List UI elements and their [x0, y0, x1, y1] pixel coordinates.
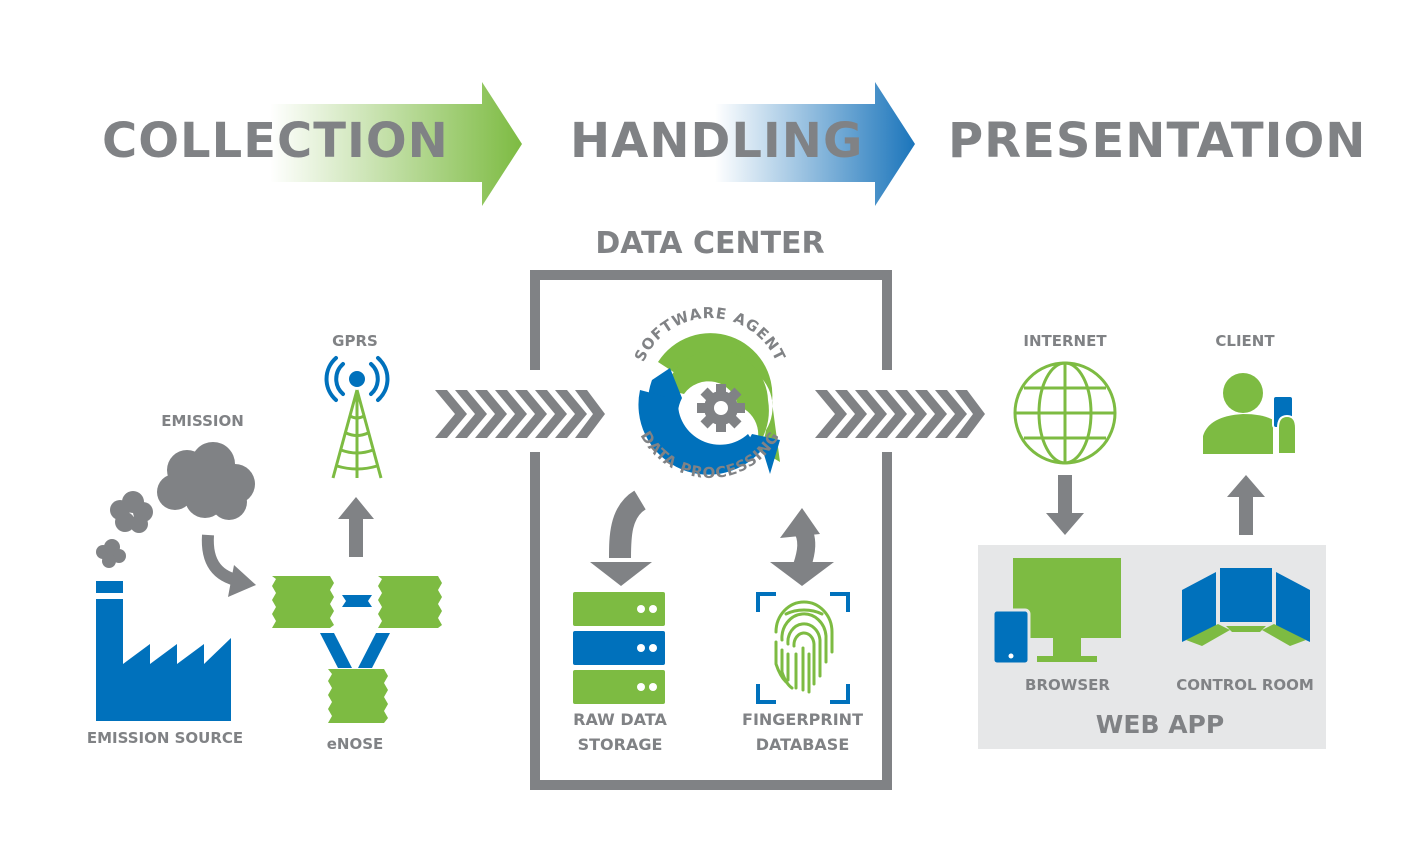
fingerprint-label-line1: FINGERPRINT	[742, 710, 863, 729]
control-room-label: CONTROL ROOM	[1176, 676, 1314, 694]
gprs-label: GPRS	[332, 332, 378, 350]
down-curved-arrow-icon	[590, 490, 652, 586]
web-app-label: WEB APP	[1095, 710, 1225, 739]
browser-devices-icon	[991, 558, 1121, 666]
phase-presentation: PRESENTATION	[948, 113, 1367, 169]
internet-label: INTERNET	[1023, 332, 1107, 350]
curved-arrow-icon	[201, 534, 256, 597]
control-room-icon	[1182, 568, 1310, 646]
chevrons-to-presentation-icon	[815, 390, 985, 438]
raw-data-label-line2: STORAGE	[577, 735, 663, 754]
phase-collection: COLLECTION	[102, 113, 449, 169]
enose-label: eNOSE	[326, 735, 384, 753]
raw-data-storage-icon	[573, 592, 665, 704]
fingerprint-label-line2: DATABASE	[755, 735, 850, 754]
data-center-frame	[530, 270, 892, 790]
chevrons-to-datacenter-icon	[435, 390, 605, 438]
emission-label: EMISSION	[161, 412, 244, 430]
emission-source-label: EMISSION SOURCE	[86, 729, 244, 747]
software-agent-cycle-icon: SOFTWARE AGENT DATA PROCESSING	[631, 304, 789, 482]
emission-cloud-icon	[96, 442, 255, 568]
client-user-icon	[1203, 373, 1297, 455]
globe-icon	[1013, 361, 1117, 465]
raw-data-label-line1: RAW DATA	[573, 710, 667, 729]
data-center-title: DATA CENTER	[595, 226, 825, 261]
bidirectional-arrow-icon	[770, 508, 834, 586]
browser-label: BROWSER	[1025, 676, 1110, 694]
handling-arrow	[715, 82, 915, 206]
gprs-tower-icon	[324, 356, 390, 479]
phase-handling: HANDLING	[570, 113, 864, 169]
factory-icon	[96, 581, 231, 721]
client-label: CLIENT	[1215, 332, 1275, 350]
fingerprint-icon	[756, 592, 850, 704]
up-arrow-icon	[338, 497, 374, 557]
up-arrow-icon	[1227, 475, 1265, 535]
collection-arrow	[270, 82, 522, 206]
enose-sensor-icon	[272, 576, 442, 723]
down-arrow-icon	[1046, 475, 1084, 535]
